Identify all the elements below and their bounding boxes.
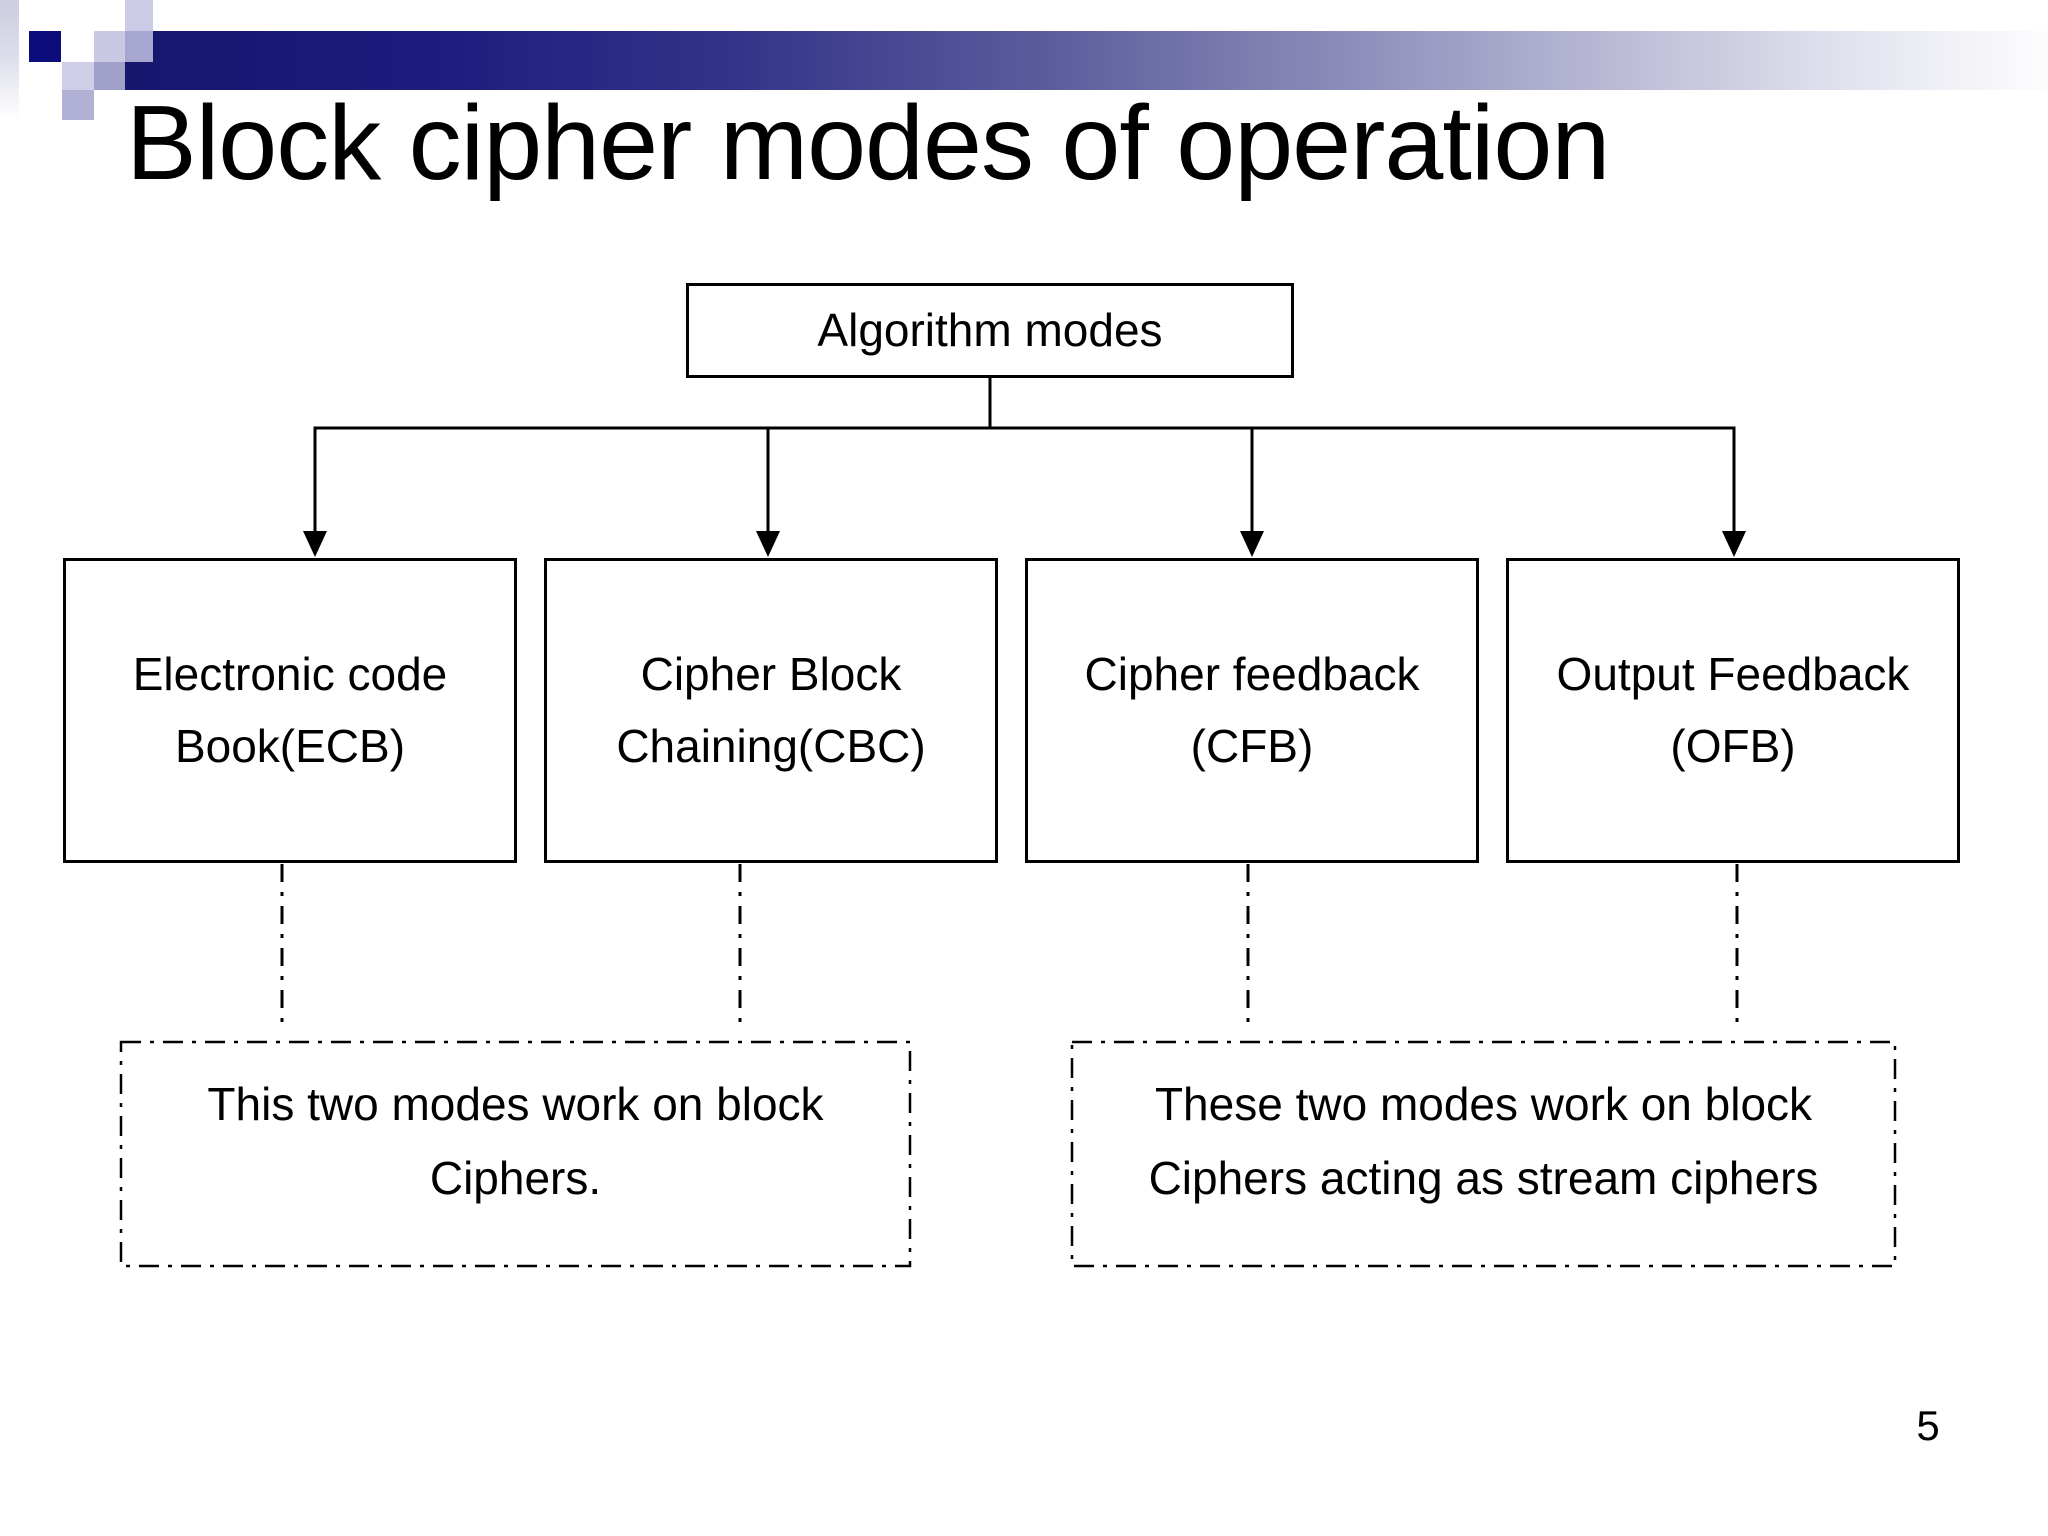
note-left: This two modes work on block Ciphers. (121, 1042, 910, 1266)
note-right: These two modes work on block Ciphers ac… (1072, 1042, 1895, 1266)
algorithm-modes-label: Algorithm modes (817, 303, 1163, 356)
note-right-label: These two modes work on block Ciphers ac… (1148, 1078, 1819, 1204)
mode-box-ecb: Electronic code Book(ECB) (63, 558, 517, 863)
note-left-label: This two modes work on block Ciphers. (207, 1078, 824, 1204)
slide-title: Block cipher modes of operation (126, 84, 1610, 202)
banner-bar (125, 31, 2048, 90)
arrowhead-cbc (756, 531, 780, 557)
mode-box-ofb: Output Feedback (OFB) (1506, 558, 1960, 863)
mode-box-ofb-label: Output Feedback (OFB) (1556, 648, 1910, 772)
decorative-square-2 (94, 31, 125, 62)
mode-box-ecb-label: Electronic code Book(ECB) (132, 648, 448, 772)
decorative-square-4 (125, 31, 153, 62)
decorative-square-6 (94, 62, 125, 90)
algorithm-modes-box: Algorithm modes (686, 283, 1294, 378)
decorative-square-dark (29, 31, 61, 62)
page-number: 5 (1916, 1402, 1940, 1449)
arrowhead-ecb (303, 531, 327, 557)
arrowhead-cfb (1240, 531, 1264, 557)
mode-box-cfb-label: Cipher feedback (CFB) (1084, 648, 1420, 772)
decorative-square-3 (125, 0, 153, 31)
mode-box-cfb: Cipher feedback (CFB) (1025, 558, 1479, 863)
decorative-square-5 (62, 62, 94, 90)
arrowhead-ofb (1722, 531, 1746, 557)
left-gradient-strip (0, 0, 19, 120)
mode-box-cbc: Cipher Block Chaining(CBC) (544, 558, 998, 863)
mode-box-cbc-label: Cipher Block Chaining(CBC) (616, 648, 926, 772)
decorative-square-7 (62, 90, 94, 120)
